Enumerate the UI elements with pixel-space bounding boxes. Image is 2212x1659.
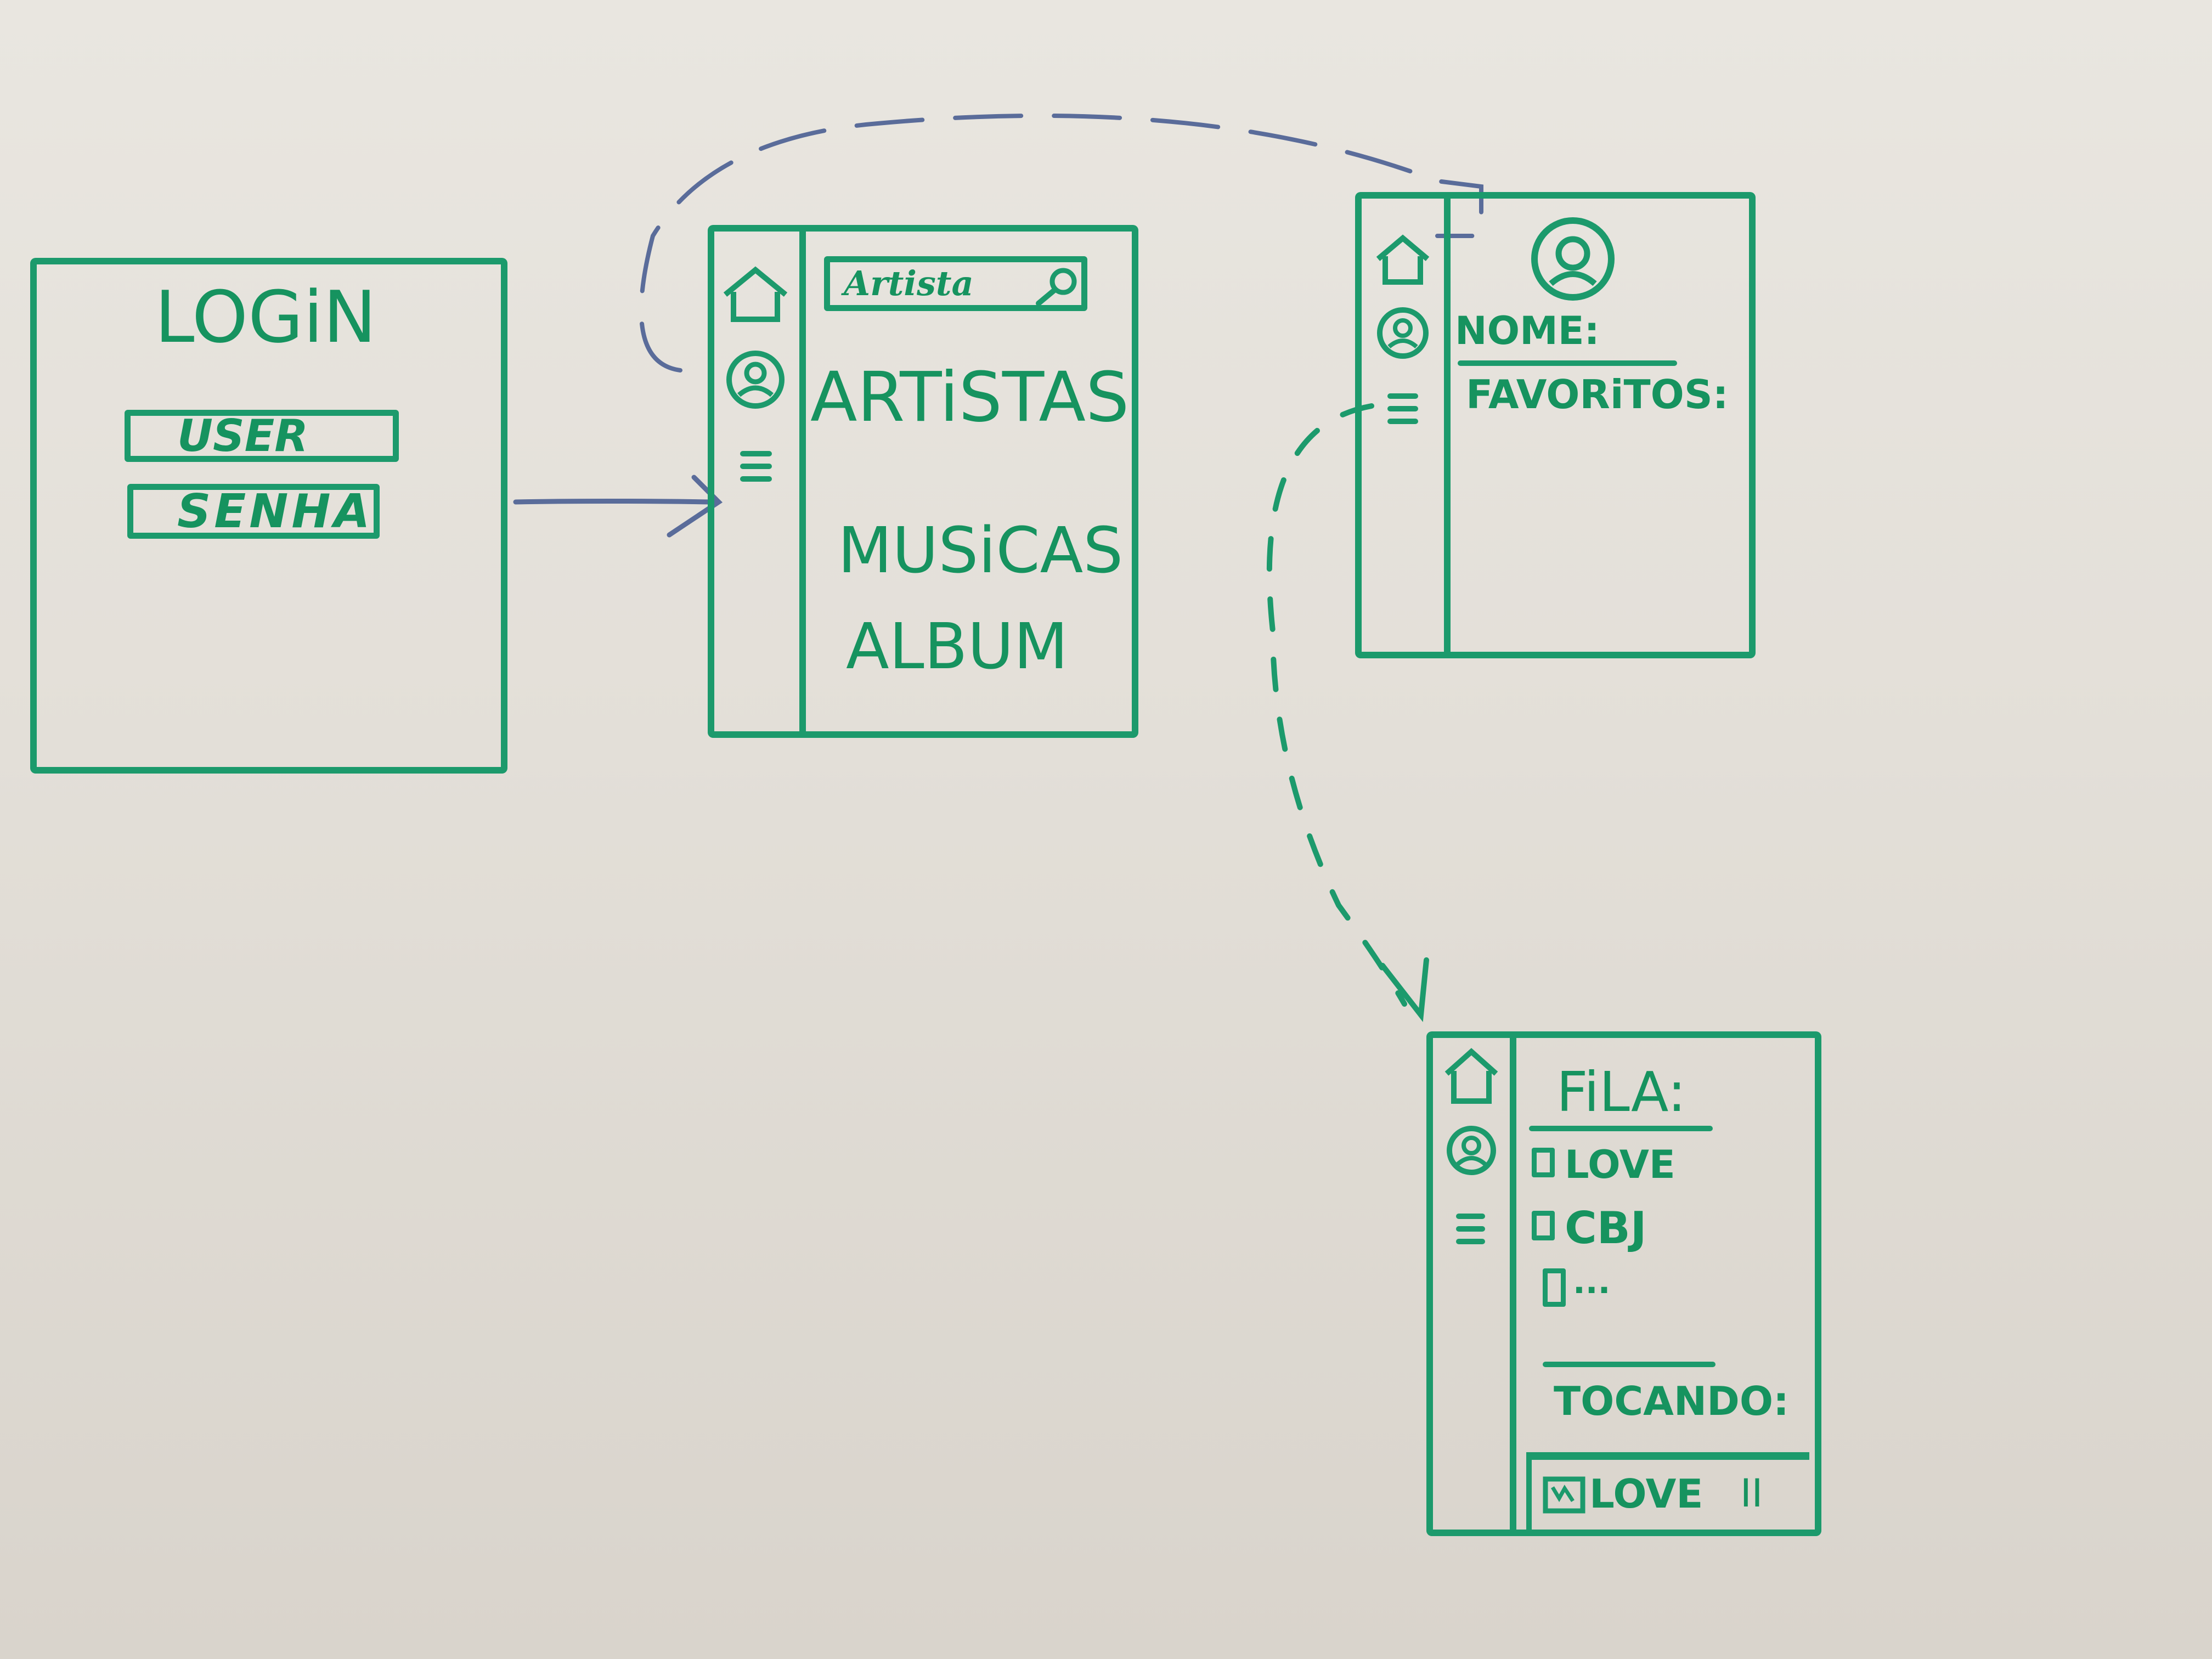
login-screen: LOGiN USER SENHA (30, 258, 507, 774)
home-sidebar (714, 232, 806, 731)
queue-screen: FiLA: LOVE CBJ ... TOCANDO: LOVE II (1426, 1031, 1821, 1536)
profile-to-queue-arrowhead (1380, 957, 1429, 1022)
pause-button[interactable]: II (1740, 1471, 1763, 1516)
playing-divider (1543, 1362, 1716, 1367)
login-title: LOGiN (155, 275, 377, 359)
profile-divider (1458, 360, 1677, 366)
album-art-icon (1543, 1476, 1585, 1514)
search-field-value: Artista (844, 263, 974, 303)
user-icon[interactable] (1373, 303, 1433, 363)
home-icon[interactable] (717, 264, 794, 325)
queue-sidebar (1433, 1038, 1516, 1530)
queue-title: FiLA: (1556, 1060, 1686, 1124)
queue-item-checkbox[interactable] (1532, 1148, 1555, 1177)
home-icon[interactable] (1370, 232, 1436, 286)
login-to-home-arrowhead (667, 475, 723, 538)
password-field[interactable]: SENHA (127, 484, 380, 539)
home-icon[interactable] (1438, 1046, 1504, 1107)
user-icon[interactable] (723, 347, 788, 413)
queue-item-checkbox[interactable] (1532, 1211, 1555, 1240)
home-item-musicas[interactable]: MUSiCAS (838, 514, 1124, 588)
profile-name-label: NOME: (1455, 308, 1600, 353)
user-icon[interactable] (1441, 1120, 1502, 1181)
password-field-label: SENHA (177, 484, 374, 539)
player-track-title: LOVE (1589, 1471, 1703, 1517)
home-item-album[interactable]: ALBUM (846, 610, 1069, 684)
user-field-label: USER (177, 410, 308, 461)
queue-item-love[interactable]: LOVE (1565, 1142, 1675, 1187)
profile-sidebar (1362, 199, 1451, 652)
profile-avatar-icon (1531, 217, 1615, 301)
queue-item-more: ... (1573, 1263, 1611, 1301)
queue-item-cbj[interactable]: CBJ (1565, 1203, 1647, 1254)
home-item-artistas[interactable]: ARTiSTAS (810, 358, 1130, 437)
profile-to-queue-arc (1266, 403, 1407, 1007)
menu-icon[interactable] (1452, 1208, 1496, 1252)
user-field[interactable]: USER (125, 410, 399, 462)
player-bar: LOVE II (1526, 1452, 1809, 1530)
profile-favorites-label: FAVORiTOS: (1466, 371, 1729, 417)
profile-screen: NOME: FAVORiTOS: (1355, 192, 1756, 658)
search-icon[interactable] (1033, 265, 1082, 309)
login-to-home-arrow (513, 499, 716, 505)
queue-item-checkbox[interactable] (1543, 1268, 1566, 1307)
home-screen: Artista ARTiSTAS MUSiCAS ALBUM (708, 225, 1138, 738)
home-to-profile-arc (639, 113, 1483, 373)
queue-title-underline (1529, 1126, 1713, 1131)
menu-icon[interactable] (736, 445, 780, 489)
menu-icon[interactable] (1384, 388, 1427, 432)
search-field[interactable]: Artista (824, 256, 1087, 311)
playing-label: TOCANDO: (1554, 1378, 1789, 1424)
